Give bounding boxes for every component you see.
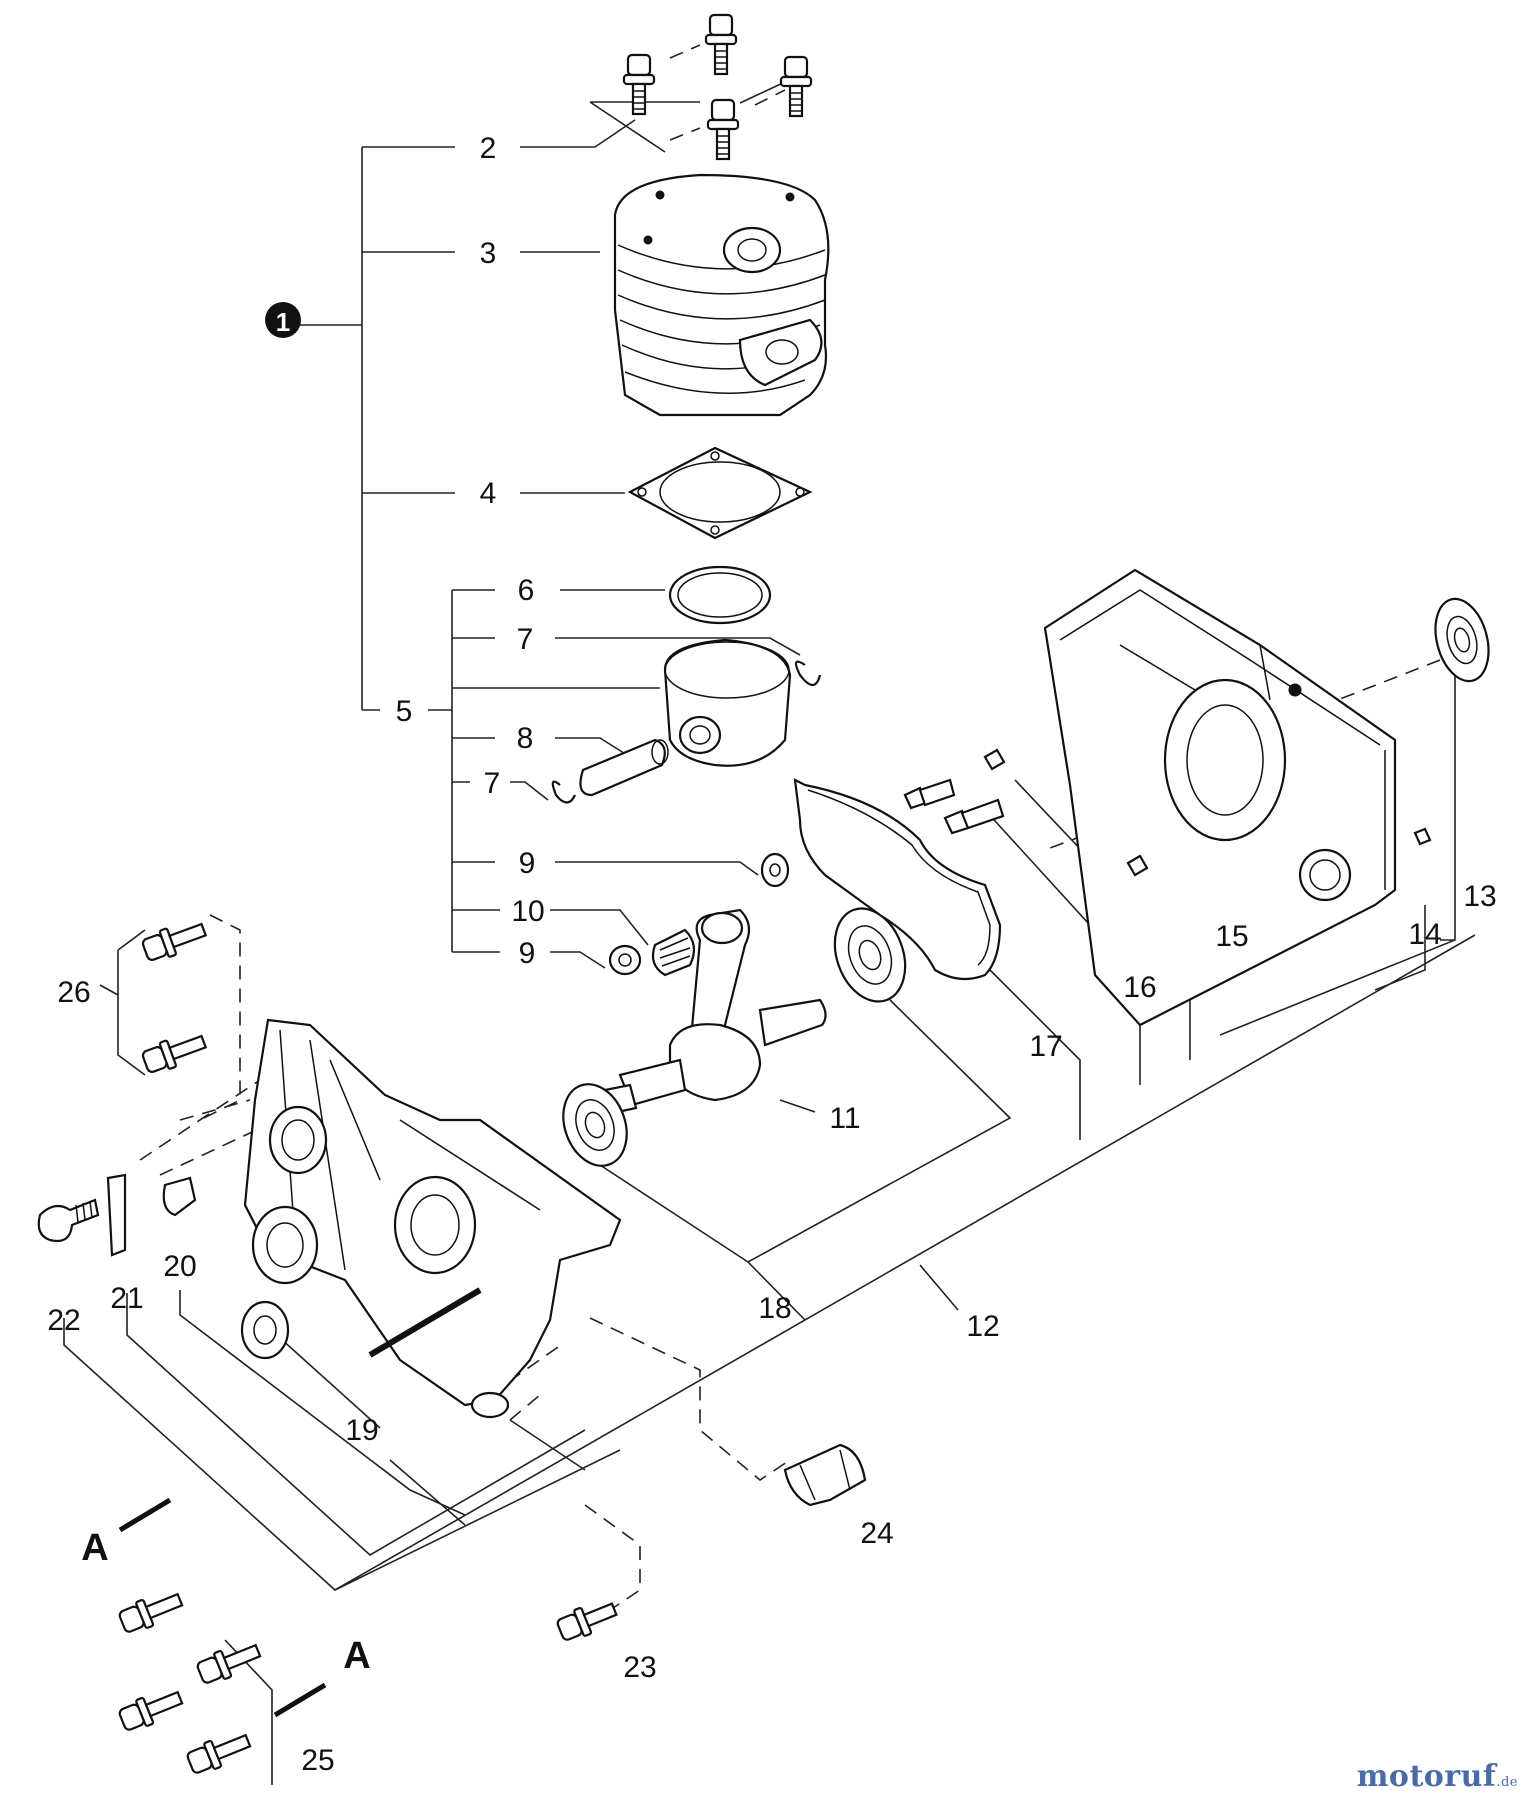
- crankcase-gasket: [793, 778, 1002, 981]
- dowels-and-bolts: [903, 748, 1432, 877]
- callout-5: 5: [396, 695, 413, 728]
- crankcase-left-half: [243, 1018, 622, 1419]
- cylinder-bolts: [622, 13, 813, 161]
- washers: [608, 852, 790, 976]
- callout-23: 23: [623, 1651, 656, 1684]
- crankshaft: [578, 908, 827, 1120]
- callout-20: 20: [163, 1250, 196, 1283]
- circlips: [551, 660, 822, 804]
- bolt-23: [556, 1602, 618, 1641]
- callout-13: 13: [1463, 880, 1496, 913]
- fitting-and-bracket: [37, 1173, 197, 1257]
- callout-16: 16: [1123, 971, 1156, 1004]
- callout-18: 18: [758, 1292, 791, 1325]
- callout-4: 4: [480, 477, 497, 510]
- needle-bearing: [651, 928, 696, 977]
- callout-6: 6: [518, 574, 535, 607]
- callout-15: 15: [1215, 920, 1248, 953]
- watermark-suffix: .de: [1496, 1775, 1518, 1790]
- callout-1: 1: [276, 307, 290, 337]
- bolts-25: [118, 1592, 262, 1774]
- callout-2: 2: [480, 132, 497, 165]
- marker-a-line-bottom: [273, 1682, 327, 1718]
- bracket-24: [783, 1443, 867, 1507]
- bolts-26: [141, 922, 208, 1073]
- piston: [663, 638, 792, 767]
- callout-19: 19: [345, 1414, 378, 1447]
- callout-21: 21: [110, 1282, 143, 1315]
- cylinder-gasket: [627, 446, 813, 540]
- callout-7-lower: 7: [484, 767, 501, 800]
- callout-14: 14: [1408, 918, 1441, 951]
- callout-9-lower: 9: [519, 937, 536, 970]
- watermark-brand: motoruf: [1356, 1759, 1497, 1794]
- callout-9-upper: 9: [519, 847, 536, 880]
- callout-26: 26: [57, 976, 90, 1009]
- callout-8: 8: [517, 722, 534, 755]
- callout-labels: 1 2 3 4 5 6 7 8 7 9 10 9 11 12 13 14 15 …: [47, 132, 1496, 1777]
- callout-3: 3: [480, 237, 497, 270]
- oil-seal: [240, 1300, 290, 1360]
- marker-a-top: A: [81, 1527, 108, 1569]
- callout-17: 17: [1029, 1030, 1062, 1063]
- assembly-marker-circle: [265, 302, 301, 338]
- leader-lines: [63, 44, 1476, 1785]
- ball-bearings: [562, 597, 1490, 1167]
- callout-7-upper: 7: [517, 623, 534, 656]
- cylinder: [613, 173, 830, 417]
- callout-11: 11: [829, 1102, 860, 1135]
- watermark-logo: motoruf.de: [1357, 1759, 1518, 1794]
- marker-a-line-top: [118, 1497, 172, 1533]
- crankcase-right-half: [1043, 568, 1397, 1027]
- callout-22: 22: [47, 1304, 80, 1337]
- callout-10: 10: [511, 895, 544, 928]
- callout-12: 12: [966, 1310, 999, 1343]
- piston-ring: [668, 565, 772, 625]
- callout-25: 25: [301, 1744, 334, 1777]
- piston-pin: [579, 738, 669, 797]
- marker-a-bottom: A: [343, 1635, 370, 1677]
- callout-24: 24: [860, 1517, 893, 1550]
